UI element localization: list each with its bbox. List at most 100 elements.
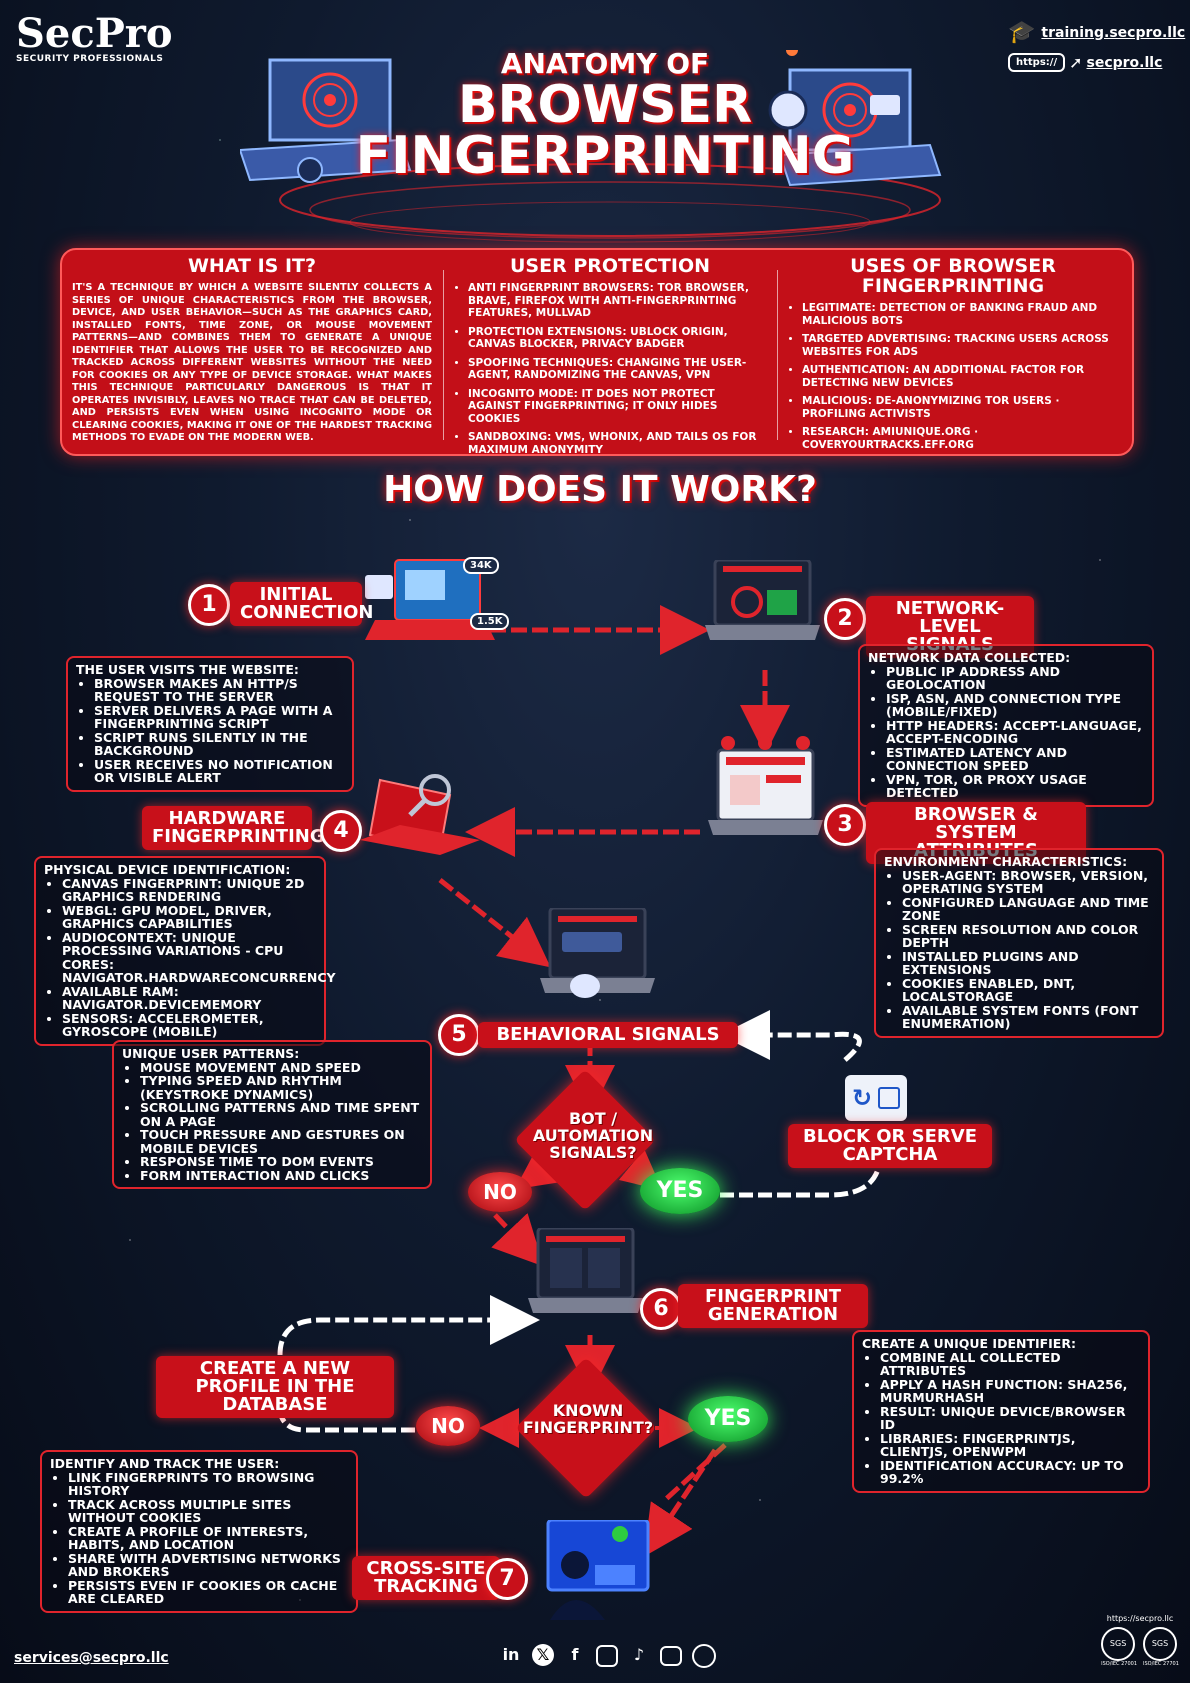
info-panel: WHAT IS IT? IT'S A TECHNIQUE BY WHICH A …	[60, 248, 1134, 456]
laptop-step4-illustration	[360, 774, 480, 855]
step3-item: COOKIES ENABLED, DNT, LOCALSTORAGE	[902, 976, 1154, 1004]
step5-number: 5	[438, 1014, 480, 1056]
badge-34k: 34K	[463, 557, 499, 574]
top-links: 🎓 training.secpro.llc https:// ➚ secpro.…	[1008, 20, 1185, 72]
step1-number: 1	[188, 584, 230, 626]
step4-number: 4	[320, 810, 362, 852]
step6-box: CREATE A UNIQUE IDENTIFIER: COMBINE ALL …	[852, 1330, 1150, 1493]
chat-icon[interactable]	[660, 1646, 682, 1666]
uses-item: AUTHENTICATION: AN ADDITIONAL FACTOR FOR…	[802, 364, 1118, 389]
step5-item: RESPONSE TIME TO DOM EVENTS	[140, 1155, 422, 1169]
step5-item: SCROLLING PATTERNS AND TIME SPENT ON A P…	[140, 1101, 422, 1128]
step1-box: THE USER VISITS THE WEBSITE: BROWSER MAK…	[66, 656, 354, 792]
title-line2: BROWSER	[457, 75, 753, 135]
laptop-behavior-illustration	[540, 908, 655, 998]
social-icons: in 𝕏 f ♪	[500, 1644, 716, 1668]
sgs-badge-1-cert: ISO/IEC 27001	[1101, 1661, 1137, 1667]
step3-number: 3	[824, 804, 866, 846]
sgs-badge-2: SGS ISO/IEC 27701	[1143, 1627, 1179, 1667]
step7-item: PERSISTS EVEN IF COOKIES OR CACHE ARE CL…	[68, 1578, 348, 1606]
laptop-step1-illustration	[365, 559, 495, 640]
step7-item: TRACK ACROSS MULTIPLE SITES WITHOUT COOK…	[68, 1497, 348, 1525]
laptop-step6-illustration	[528, 1228, 643, 1313]
user-at-computer-illustration	[546, 1520, 650, 1620]
right-laptop-illustration	[768, 50, 942, 187]
step2-number: 2	[824, 598, 866, 640]
instagram-icon[interactable]	[596, 1645, 618, 1667]
step6-item: RESULT: UNIQUE DEVICE/BROWSER ID	[880, 1404, 1140, 1432]
step5-box: UNIQUE USER PATTERNS: MOUSE MOVEMENT AND…	[112, 1040, 432, 1189]
uses-item: LEGITIMATE: DETECTION OF BANKING FRAUD A…	[802, 302, 1118, 327]
step4-heading: PHYSICAL DEVICE IDENTIFICATION:	[44, 862, 291, 877]
step3-box: ENVIRONMENT CHARACTERISTICS: USER-AGENT:…	[874, 848, 1164, 1038]
step6-item: COMBINE ALL COLLECTED ATTRIBUTES	[880, 1350, 1140, 1378]
step3-item: INSTALLED PLUGINS AND EXTENSIONS	[902, 949, 1154, 977]
step4-item: AUDIOCONTEXT: UNIQUE PROCESSING VARIATIO…	[62, 930, 336, 985]
step7-box: IDENTIFY AND TRACK THE USER: LINK FINGER…	[40, 1450, 358, 1613]
step7-label: CROSS-SITE TRACKING	[352, 1556, 500, 1600]
title-line3: FINGERPRINTING	[355, 126, 855, 186]
brand-logo: SecPro SECURITY PROFESSIONALS	[16, 14, 173, 65]
brand-tagline: SECURITY PROFESSIONALS	[16, 54, 164, 64]
step3-item: AVAILABLE SYSTEM FONTS (FONT ENUMERATION…	[902, 1003, 1154, 1031]
cert-badges: https://secpro.llc SGS ISO/IEC 27001 SGS…	[1100, 1614, 1180, 1667]
known-decision-question: KNOWN FINGERPRINT?	[522, 1401, 654, 1437]
title-line1: ANATOMY OF	[500, 47, 710, 80]
github-icon[interactable]	[692, 1644, 716, 1668]
laptop-step3-illustration	[708, 736, 823, 835]
step4-item: CANVAS FINGERPRINT: UNIQUE 2D GRAPHICS R…	[62, 876, 316, 904]
uses-column: USES OF BROWSER FINGERPRINTING LEGITIMAT…	[788, 256, 1118, 457]
user-protection-column: USER PROTECTION ANTI FINGERPRINT BROWSER…	[454, 256, 766, 462]
step1-label: INITIAL CONNECTION	[230, 582, 374, 626]
step1-heading: THE USER VISITS THE WEBSITE:	[76, 662, 299, 677]
bot-decision-question: BOT / AUTOMATION SIGNALS?	[532, 1109, 654, 1162]
step7-item: SHARE WITH ADVERTISING NETWORKS AND BROK…	[68, 1551, 348, 1579]
contact-email-link[interactable]: services@secpro.llc	[14, 1650, 169, 1666]
linkedin-icon[interactable]: in	[502, 1645, 520, 1664]
what-is-it-heading: WHAT IS IT?	[187, 255, 317, 277]
step1-item: SCRIPT RUNS SILENTLY IN THE BACKGROUND	[94, 730, 344, 758]
protection-item: INCOGNITO MODE: IT DOES NOT PROTECT AGAI…	[468, 388, 766, 426]
step5-item: FORM INTERACTION AND CLICKS	[140, 1168, 422, 1183]
facebook-icon[interactable]: f	[571, 1645, 579, 1664]
step3-heading: ENVIRONMENT CHARACTERISTICS:	[884, 854, 1128, 869]
x-icon[interactable]: 𝕏	[532, 1644, 554, 1666]
new-profile-label: CREATE A NEW PROFILE IN THE DATABASE	[156, 1356, 394, 1418]
step2-item: ISP, ASN, AND CONNECTION TYPE (MOBILE/FI…	[886, 691, 1144, 719]
url-bar: https://	[1008, 53, 1066, 72]
step2-box: NETWORK DATA COLLECTED: PUBLIC IP ADDRES…	[858, 644, 1154, 807]
protection-item: ANTI FINGERPRINT BROWSERS: TOR BROWSER, …	[468, 282, 766, 320]
step1-item: BROWSER MAKES AN HTTP/S REQUEST TO THE S…	[94, 676, 344, 704]
sgs-badge-1-mark: SGS	[1101, 1627, 1136, 1661]
step4-label: HARDWARE FINGERPRINTING	[142, 806, 325, 850]
step2-item: ESTIMATED LATENCY AND CONNECTION SPEED	[886, 745, 1144, 773]
step7-number: 7	[486, 1558, 528, 1600]
tiktok-icon[interactable]: ♪	[633, 1645, 645, 1664]
step5-item: MOUSE MOVEMENT AND SPEED	[140, 1060, 422, 1075]
step5-label: BEHAVIORAL SIGNALS	[478, 1022, 738, 1048]
step7-item: LINK FINGERPRINTS TO BROWSING HISTORY	[68, 1470, 348, 1498]
step6-item: LIBRARIES: FINGERPRINTJS, CLIENTJS, OPEN…	[880, 1431, 1140, 1459]
captcha-label: BLOCK OR SERVE CAPTCHA	[788, 1124, 992, 1168]
step4-item: AVAILABLE RAM: NAVIGATOR.DEVICEMEMORY	[62, 984, 316, 1012]
hero-illustration	[240, 50, 942, 243]
step4-box: PHYSICAL DEVICE IDENTIFICATION: CANVAS F…	[34, 856, 336, 1046]
known-yes-button: YES	[688, 1396, 768, 1442]
badge-1-5k: 1.5K	[470, 613, 510, 630]
step1-item: SERVER DELIVERS A PAGE WITH A FINGERPRIN…	[94, 703, 344, 731]
uses-heading: USES OF BROWSER FINGERPRINTING	[850, 255, 1056, 297]
step1-item: USER RECEIVES NO NOTIFICATION OR VISIBLE…	[94, 757, 344, 785]
known-no-button: NO	[416, 1406, 480, 1446]
step2-heading: NETWORK DATA COLLECTED:	[868, 650, 1071, 665]
graduation-cap-icon: 🎓	[1008, 20, 1036, 45]
what-is-it-text: IT'S A TECHNIQUE BY WHICH A WEBSITE SILE…	[72, 282, 432, 443]
how-heading: HOW DOES IT WORK?	[383, 469, 817, 510]
step4-item: SENSORS: ACCELEROMETER, GYROSCOPE (MOBIL…	[62, 1011, 316, 1039]
step3-item: CONFIGURED LANGUAGE AND TIME ZONE	[902, 895, 1154, 923]
what-is-it-column: WHAT IS IT? IT'S A TECHNIQUE BY WHICH A …	[72, 256, 432, 445]
step7-heading: IDENTIFY AND TRACK THE USER:	[50, 1456, 280, 1471]
site-link[interactable]: secpro.llc	[1086, 54, 1163, 71]
training-link[interactable]: training.secpro.llc	[1041, 24, 1186, 41]
step2-item: VPN, TOR, OR PROXY USAGE DETECTED	[886, 772, 1144, 800]
step6-label: FINGERPRINT GENERATION	[678, 1284, 868, 1328]
